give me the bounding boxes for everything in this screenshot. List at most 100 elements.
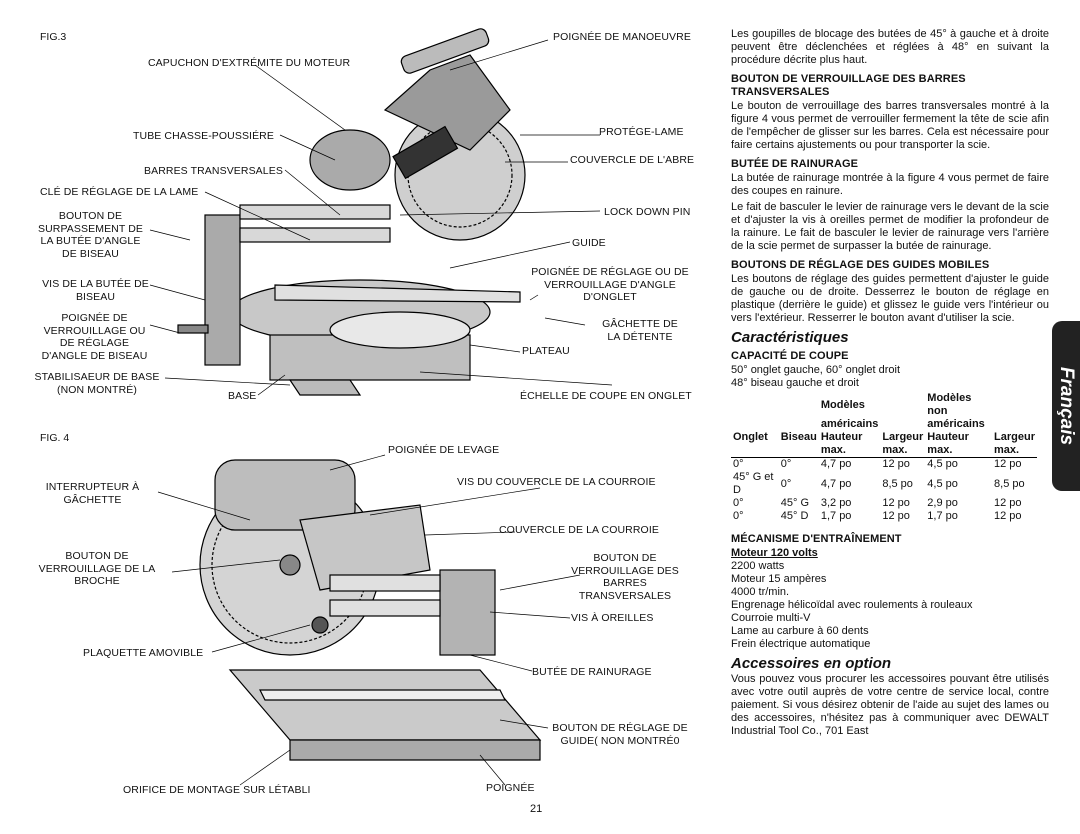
language-tab-label: Français <box>1056 366 1077 446</box>
spec-line-4: Engrenage hélicoïdal avec roulements à r… <box>731 599 973 611</box>
table-cell: 0° <box>733 510 744 522</box>
table-cell: 0° <box>733 458 744 470</box>
table-header-cell: Biseau <box>780 431 817 443</box>
label-orifice-montage: ORIFICE DE MONTAGE SUR LÉTABLI <box>123 784 311 796</box>
label-bouton-surpassement: BOUTON DE SURPASSEMENT DE LA BUTÉE D'ANG… <box>38 210 143 260</box>
table-cell: 8,5 po <box>882 477 913 490</box>
label-cle-reglage-lame: CLÉ DE RÉGLAGE DE LA LAME <box>40 186 199 198</box>
table-header-cell: Hauteur <box>820 431 863 443</box>
fig4-saw-drawing <box>199 459 542 761</box>
label-couvercle-courroie: COUVERCLE DE LA COURROIE <box>499 524 659 536</box>
spec-line-3: 4000 tr/min. <box>731 586 790 598</box>
label-protege-lame: PROTÉGE-LAME <box>599 126 684 138</box>
label-couvercle-arbre: COUVERCLE DE L'ABRE <box>570 154 695 166</box>
table-cell: 12 po <box>882 458 910 470</box>
table-cell: 12 po <box>994 458 1022 470</box>
table-header-cell <box>779 418 819 431</box>
label-lock-down-pin: LOCK DOWN PIN <box>604 206 691 218</box>
table-row: 0° 45° D 1,7 po 12 po 1,7 po 12 po <box>731 510 1037 523</box>
table-cell: 0° <box>780 458 792 470</box>
table-cell: 1,7 po <box>820 510 852 522</box>
table-cell: 1,7 po <box>927 510 958 522</box>
capacite-line-2: 48° biseau gauche et droit <box>731 377 859 389</box>
table-cell: 12 po <box>994 510 1022 522</box>
table-cell: 2,9 po <box>927 497 958 509</box>
table-row: 0° 0° 4,7 po 12 po 4,5 po 12 po <box>731 458 1037 472</box>
table-header-cell: Onglet <box>733 431 768 443</box>
moteur-label: Moteur 120 volts <box>731 547 818 559</box>
heading-mecanisme: MÉCANISME D'ENTRAÎNEMENT <box>731 533 902 545</box>
table-header-cell: Largeur <box>882 431 924 443</box>
table-header-row: américains américains <box>731 418 1037 431</box>
table-header-cell <box>880 392 925 418</box>
table-cell: 12 po <box>882 497 910 509</box>
spec-line-6: Lame au carbure à 60 dents <box>731 625 869 637</box>
table-header-cell <box>731 418 779 431</box>
text-column: Les goupilles de blocage des butées de 4… <box>731 28 1049 741</box>
label-poignee: POIGNÉE <box>486 782 535 794</box>
label-bouton-verrouillage-broche: BOUTON DE VERROUILLAGE DE LA BROCHE <box>38 550 156 587</box>
table-cell: 45° D <box>780 510 809 522</box>
heading-guides-mobiles: BOUTONS DE RÉGLAGE DES GUIDES MOBILES <box>731 259 990 271</box>
spec-line-7: Frein électrique automatique <box>731 638 871 650</box>
label-vis-butee-biseau: VIS DE LA BUTÉE DE BISEAU <box>42 278 149 303</box>
table-header-cell: Hauteur <box>927 431 969 443</box>
label-bouton-verrouillage-barres: BOUTON DE VERROUILLAGE DES BARRES TRANSV… <box>571 552 679 602</box>
table-header-cell: américains <box>927 418 985 430</box>
table-header-cell: max. <box>880 444 926 458</box>
table-cell: 0° <box>733 497 744 509</box>
spec-line-5: Courroie multi-V <box>731 612 811 624</box>
label-guide: GUIDE <box>572 237 606 249</box>
label-tube-chasse-poussiere: TUBE CHASSE-POUSSIÉRE <box>133 130 274 142</box>
table-cell: 4,5 po <box>927 458 958 470</box>
heading-capacite: CAPACITÉ DE COUPE <box>731 350 849 362</box>
table-header-cell <box>779 392 819 418</box>
table-cell: 12 po <box>882 510 910 522</box>
label-poignee-verrouillage-biseau: POIGNÉE DE VERROUILLAGE OU DE RÉGLAGE D'… <box>41 312 148 362</box>
label-bouton-reglage-guide: BOUTON DE RÉGLAGE DE GUIDE( NON MONTRÉ0 <box>552 722 688 747</box>
label-poignee-reglage-onglet: POIGNÉE DE RÉGLAGE OU DE VERROUILLAGE D'… <box>531 266 689 303</box>
table-header-cell <box>992 418 1037 431</box>
figure-area: FIG.3 POIGNÉE DE MANOEUVRE CAPUCHON D'EX… <box>35 28 695 796</box>
table-header-cell: Modèles non <box>927 392 972 417</box>
heading-bouton-barres: BOUTON DE VERROUILLAGE DES BARRES TRANSV… <box>731 73 966 98</box>
fig3-saw-drawing <box>177 28 526 396</box>
fig4-tag: FIG. 4 <box>40 432 70 444</box>
capacite-line-1: 50° onglet gauche, 60° onglet droit <box>731 364 901 376</box>
table-header-cell: max. <box>925 444 993 458</box>
table-cell: 4,7 po <box>820 477 852 490</box>
page-number: 21 <box>530 803 543 815</box>
label-plateau: PLATEAU <box>522 345 570 357</box>
table-cell: 0° <box>780 477 792 490</box>
table-cell: 4,5 po <box>927 477 958 490</box>
table-header-cell: américains <box>820 418 879 430</box>
language-tab: Français <box>1052 321 1080 491</box>
label-base: BASE <box>228 390 257 402</box>
intro-paragraph: Les goupilles de blocage des butées de 4… <box>731 28 1049 66</box>
table-cell: 12 po <box>994 497 1022 509</box>
fig3-leader-lines <box>149 39 613 396</box>
fig4-leader-lines <box>157 454 581 786</box>
heading-caracteristiques: Caractéristiques <box>731 329 849 346</box>
table-header-cell: max. <box>992 444 1037 458</box>
label-vis-oreilles: VIS À OREILLES <box>571 612 654 624</box>
para-guides: Les boutons de réglage des guides permet… <box>731 273 1049 324</box>
table-header-cell <box>731 392 779 418</box>
label-interrupteur-gachette: INTERRUPTEUR À GÂCHETTE <box>45 481 140 506</box>
label-plaquette-amovible: PLAQUETTE AMOVIBLE <box>83 647 204 659</box>
table-header-cell: max. <box>818 444 881 458</box>
table-row: 45° G et D 0° 4,7 po 8,5 po 4,5 po 8,5 po <box>731 471 1037 497</box>
label-barres-transversales: BARRES TRANSVERSALES <box>144 165 283 177</box>
table-cell: 45° G et D <box>733 471 774 496</box>
para-accessoires: Vous pouvez vous procurer les accessoire… <box>731 673 1049 737</box>
table-cell: 8,5 po <box>994 477 1025 490</box>
spec-line-1: 2200 watts <box>731 560 785 572</box>
label-vis-couvercle-courroie: VIS DU COUVERCLE DE LA COURROIE <box>457 476 656 488</box>
miter-saw-illustrations <box>149 28 613 786</box>
table-cell: 4,7 po <box>820 458 852 470</box>
table-header-row: max.max.max.max. <box>731 444 1037 458</box>
